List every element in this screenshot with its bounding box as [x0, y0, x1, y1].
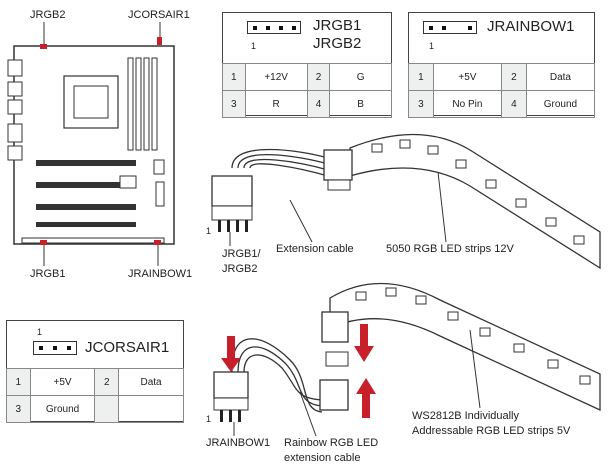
- jcorsair-title: JCORSAIR1: [85, 339, 170, 356]
- jrainbow-connector-label: JRAINBOW1: [206, 437, 271, 449]
- pin1-marker: 1: [429, 41, 435, 51]
- led-strip-12v-label: 5050 RGB LED strips 12V: [386, 243, 514, 255]
- table-row: 3 Ground: [6, 395, 184, 423]
- table-row: 1 +12V 2 G: [222, 63, 392, 91]
- rainbow-cable-label-2: extension cable: [284, 452, 361, 464]
- jrgb-title-2: JRGB2: [313, 35, 362, 52]
- jrgb-connector-label-2: JRGB2: [222, 263, 258, 275]
- jcorsair-pinout-box: 1 JCORSAIR1 1 +5V 2 Data 3 Ground: [6, 320, 184, 423]
- jrgb-connector-label-1: JRGB1/: [222, 248, 261, 260]
- jrgb-pinout-box: 1 JRGB1 JRGB2 1 +12V 2 G 3 R 4 B: [222, 12, 392, 118]
- jrgb-header-icon: [247, 21, 301, 34]
- rainbow-cable-label-1: Rainbow RGB LED: [284, 437, 379, 449]
- ws2812b-label-1: WS2812B Individually: [412, 410, 520, 422]
- label-jrgb2: JRGB2: [30, 9, 66, 21]
- jcorsair-pin-table: 1 +5V 2 Data 3 Ground: [6, 368, 184, 423]
- table-row: 3 No Pin 4 Ground: [408, 90, 596, 118]
- arrow-icon: [221, 324, 376, 418]
- table-row: 1 +5V 2 Data: [408, 63, 596, 91]
- led-strip-5v: [329, 282, 601, 412]
- jrgb-title-1: JRGB1: [313, 17, 362, 34]
- pin1-marker: 1: [206, 414, 212, 424]
- pin1-marker: 1: [37, 327, 43, 337]
- jcorsair-header-icon: [33, 341, 77, 355]
- jrainbow-header-icon: [423, 21, 477, 34]
- label-jcorsair1: JCORSAIR1: [128, 9, 190, 21]
- jrainbow-title: JRAINBOW1: [487, 18, 575, 35]
- table-row: 1 +5V 2 Data: [6, 368, 184, 396]
- jrainbow-pin-table: 1 +5V 2 Data 3 No Pin 4 Ground: [408, 63, 596, 118]
- label-jrainbow1: JRAINBOW1: [128, 268, 193, 280]
- pin1-marker: 1: [251, 41, 257, 51]
- pin1-marker: 1: [206, 226, 212, 236]
- table-row: 3 R 4 B: [222, 90, 392, 118]
- jrainbow-pinout-box: 1 JRAINBOW1 1 +5V 2 Data 3 No Pin 4 Grou…: [408, 12, 596, 118]
- jrgb-pin-table: 1 +12V 2 G 3 R 4 B: [222, 63, 392, 118]
- extension-cable-label: Extension cable: [276, 243, 354, 255]
- label-jrgb1: JRGB1: [30, 268, 66, 280]
- led-strip-12v: [349, 133, 601, 270]
- ws2812b-label-2: Addressable RGB LED strips 5V: [412, 425, 571, 437]
